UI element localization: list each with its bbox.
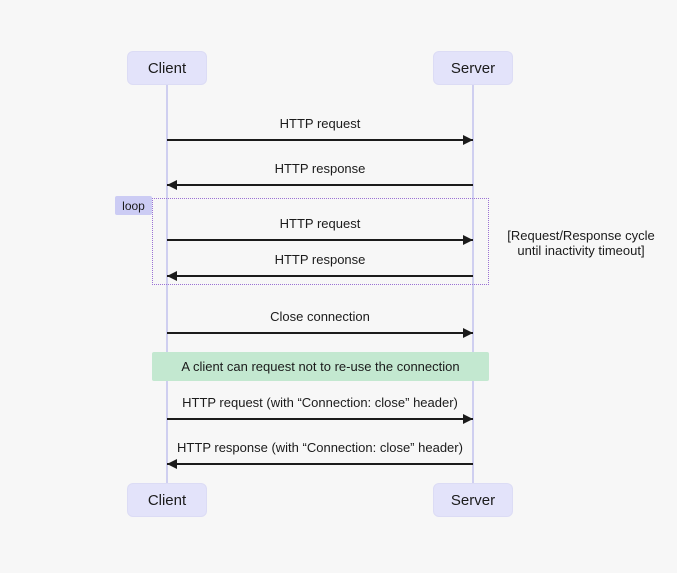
arrow-line	[167, 139, 473, 141]
loop-fragment-label: loop	[115, 196, 152, 215]
message-label-http-response-connection-close: HTTP response (with “Connection: close” …	[177, 440, 463, 455]
actor-client-top: Client	[127, 51, 207, 85]
arrowhead-left-icon	[167, 180, 177, 190]
message-label-http-request-connection-close: HTTP request (with “Connection: close” h…	[182, 395, 458, 410]
actor-server-bottom: Server	[433, 483, 513, 517]
arrow-http-response-connection-close	[167, 459, 473, 469]
loop-annotation-line-2: until inactivity timeout]	[517, 243, 645, 258]
arrow-line	[167, 463, 473, 465]
note-no-reuse-connection: A client can request not to re-use the c…	[152, 352, 489, 381]
message-label-http-request-2: HTTP request	[279, 216, 361, 231]
actor-client-bottom: Client	[127, 483, 207, 517]
message-label-http-response-2: HTTP response	[274, 252, 366, 267]
loop-fragment-box	[152, 198, 489, 285]
arrowhead-right-icon	[463, 135, 473, 145]
arrow-http-request-2	[167, 235, 473, 245]
actor-server-top: Server	[433, 51, 513, 85]
arrow-http-response-1	[167, 180, 473, 190]
arrow-line	[167, 418, 473, 420]
arrowhead-right-icon	[463, 414, 473, 424]
arrowhead-right-icon	[463, 235, 473, 245]
message-label-http-request-1: HTTP request	[279, 116, 361, 131]
arrow-line	[167, 332, 473, 334]
arrowhead-right-icon	[463, 328, 473, 338]
arrow-http-request-connection-close	[167, 414, 473, 424]
loop-annotation: [Request/Response cycle until inactivity…	[486, 228, 676, 258]
message-label-close-connection: Close connection	[270, 309, 370, 324]
arrow-line	[167, 239, 473, 241]
arrow-close-connection	[167, 328, 473, 338]
arrow-line	[167, 275, 473, 277]
arrowhead-left-icon	[167, 459, 177, 469]
message-label-http-response-1: HTTP response	[274, 161, 366, 176]
arrow-http-response-2	[167, 271, 473, 281]
arrow-http-request-1	[167, 135, 473, 145]
arrowhead-left-icon	[167, 271, 177, 281]
arrow-line	[167, 184, 473, 186]
loop-annotation-line-1: [Request/Response cycle	[507, 228, 655, 243]
